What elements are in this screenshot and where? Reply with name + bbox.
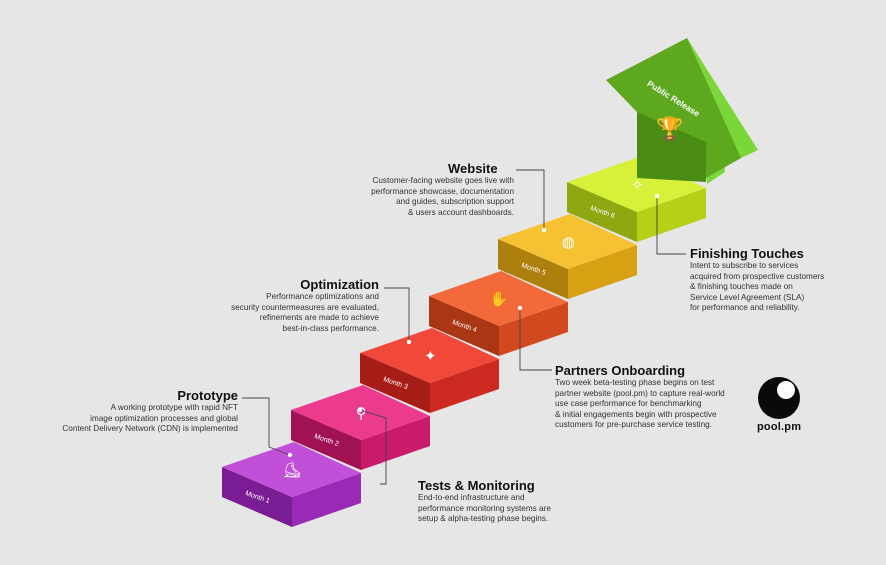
connector-line <box>519 308 552 371</box>
desc-line: Two week beta-testing phase begins on te… <box>555 378 715 387</box>
martial-arts-icon: ✦ <box>424 347 437 365</box>
callout-connectors <box>242 169 686 485</box>
pool-pm-logo-icon <box>758 377 800 419</box>
person-skating-icon: ⛸ <box>283 461 302 479</box>
desc-line: Service Level Agreement (SLA) <box>690 292 805 302</box>
desc-line: & users account dashboards. <box>407 207 514 217</box>
partners-onboarding-title: Partners Onboarding <box>555 363 686 378</box>
desc-line: & initial engagements begin with prospec… <box>555 409 717 419</box>
step-side-face <box>430 359 499 413</box>
desc-line: image optimization processes and global <box>90 413 238 423</box>
step-top-face <box>498 214 637 269</box>
desc-line: & finishing touches made on <box>690 282 793 292</box>
optimization-title: Optimization <box>300 277 379 292</box>
desc-line: A working prototype with rapid NFT <box>110 403 238 412</box>
trophy-icon: 🏆 <box>656 116 683 142</box>
step-side-face <box>499 302 568 356</box>
website-title: Website <box>448 161 498 176</box>
website-callout: Website Customer-facing website goes liv… <box>334 161 514 218</box>
step-front-face <box>360 353 430 413</box>
step-front-face <box>498 239 568 299</box>
desc-line: End-to-end infrastructure and <box>418 493 525 502</box>
pool-pm-logo-text: pool.pm <box>757 421 802 433</box>
optimization-callout: Optimization Performance optimizations a… <box>198 277 379 334</box>
step-side-face <box>292 473 361 527</box>
connector-dot <box>654 193 660 199</box>
globe-icon: ◍ <box>562 233 575 251</box>
desc-line: best-in-class performance. <box>282 323 379 333</box>
step-month-2: Month 2⚲ <box>291 385 430 470</box>
desc-line: and guides, subscription support <box>396 197 514 207</box>
desc-line: Performance optimizations and <box>266 292 379 301</box>
connector-dot <box>406 339 412 345</box>
tests-monitoring-desc: End-to-end infrastructure and performanc… <box>418 493 618 525</box>
step-month-6: Month 6✧ <box>567 157 706 242</box>
connector-line <box>516 169 545 230</box>
desc-line: performance showcase, documentation <box>371 186 514 196</box>
desc-line: for performance and reliability. <box>690 303 800 313</box>
connector-line <box>359 409 387 485</box>
step-top-face <box>222 442 361 497</box>
arrow-shaft <box>637 112 706 182</box>
step-front-face <box>291 410 361 470</box>
step-top-face <box>567 157 706 212</box>
step-top-face <box>429 271 568 326</box>
desc-line: use case performance for benchmarking <box>555 399 702 409</box>
step-front-face <box>429 296 499 356</box>
finishing-touches-desc: Intent to subscribe to services acquired… <box>690 261 880 314</box>
step-top-face <box>360 328 499 383</box>
partners-onboarding-callout: Partners Onboarding Two week beta-testin… <box>555 363 785 431</box>
connector-line <box>656 196 686 255</box>
desc-line: customers for pre-purchase service testi… <box>555 420 712 430</box>
desc-line: security countermeasures are evaluated, <box>231 302 379 312</box>
tests-monitoring-callout: Tests & Monitoring End-to-end infrastruc… <box>418 478 618 525</box>
step-side-face <box>568 245 637 299</box>
desc-line: Content Delivery Network (CDN) is implem… <box>62 424 238 434</box>
public-release-arrow: Public Release🏆 <box>606 38 758 184</box>
step-side-face <box>637 188 706 242</box>
tests-monitoring-title: Tests & Monitoring <box>418 478 535 493</box>
step-month-3: Month 3✦ <box>360 328 499 413</box>
prototype-callout: Prototype A working prototype with rapid… <box>40 388 238 435</box>
step-top-face <box>291 385 430 440</box>
step-month-1: Month 1⛸ <box>222 442 361 527</box>
finishing-touches-title: Finishing Touches <box>690 246 804 261</box>
finishing-touches-callout: Finishing Touches Intent to subscribe to… <box>690 246 880 314</box>
magnifier-analytics-icon: ⚲ <box>356 404 367 422</box>
desc-line: setup & alpha-testing phase begins. <box>418 514 549 524</box>
connector-line <box>384 287 410 342</box>
website-desc: Customer-facing website goes live with p… <box>334 176 514 218</box>
connector-dot <box>517 305 523 311</box>
prototype-title: Prototype <box>177 388 238 403</box>
desc-line: partner website (pool.pm) to capture rea… <box>555 388 725 398</box>
connector-line <box>242 397 291 456</box>
step-side-face <box>361 416 430 470</box>
step-front-face <box>222 467 292 527</box>
step-month-5: Month 5◍ <box>498 214 637 299</box>
handshake-icon: ✋ <box>490 290 509 308</box>
desc-line: performance monitoring systems are <box>418 503 551 513</box>
connector-dot <box>541 227 547 233</box>
connector-dot <box>357 407 363 413</box>
sparkles-icon: ✧ <box>631 176 644 194</box>
optimization-desc: Performance optimizations and security c… <box>198 292 379 334</box>
desc-line: refinements are made to achieve <box>259 313 379 323</box>
prototype-desc: A working prototype with rapid NFT image… <box>40 403 238 435</box>
step-front-face <box>567 182 637 242</box>
desc-line: acquired from prospective customers <box>690 271 825 281</box>
connector-dot <box>287 452 293 458</box>
step-month-4: Month 4✋ <box>429 271 568 356</box>
desc-line: Intent to subscribe to services <box>690 261 799 270</box>
partners-onboarding-desc: Two week beta-testing phase begins on te… <box>555 378 785 431</box>
desc-line: Customer-facing website goes live with <box>372 176 514 185</box>
